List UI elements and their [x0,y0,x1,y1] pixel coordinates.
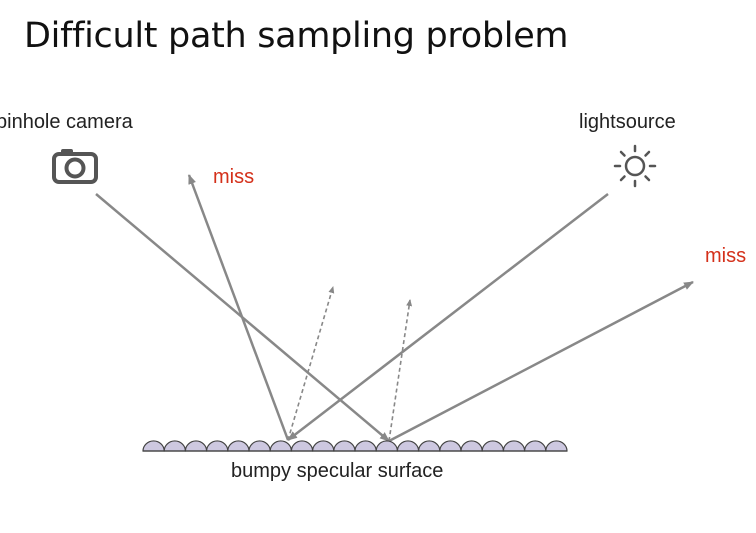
dashed-ray-left [287,286,335,441]
ray-reflect-miss-left [187,174,290,441]
surface-bump [375,440,399,452]
surface-bump [354,440,377,452]
surface-bump [248,440,271,452]
bumpy-surface [142,440,568,452]
dashed-rays [287,286,413,442]
surface-bump [142,440,165,452]
miss-label-left: miss [213,166,255,188]
sun-icon [613,144,657,188]
surface-bump [205,440,229,452]
surface-bump [460,440,483,452]
surface-bump [184,440,208,452]
surface-bump [545,440,568,452]
surface-bump [502,440,526,452]
surface-bump [523,440,547,452]
surface-bump [227,440,250,452]
dashed-ray-right [388,299,413,442]
surface-bump [439,440,462,452]
camera-label: pinhole camera [0,111,133,133]
surface-bump [417,440,441,452]
surface-bump [481,440,505,452]
surface-bump [269,440,293,452]
surface-bump [311,440,335,452]
surface-bump [163,440,187,452]
ray-light-to-surface [287,193,609,441]
ray-reflect-miss-right [388,280,694,443]
camera-icon [52,149,98,184]
slide-title: Difficult path sampling problem [24,16,569,56]
surface-bump [290,440,314,452]
rays [95,174,694,443]
miss-label-right: miss [705,245,747,267]
surface-label: bumpy specular surface [231,460,444,482]
lightsource-label: lightsource [579,111,676,133]
surface-bump [333,440,356,452]
surface-bump [396,440,420,452]
